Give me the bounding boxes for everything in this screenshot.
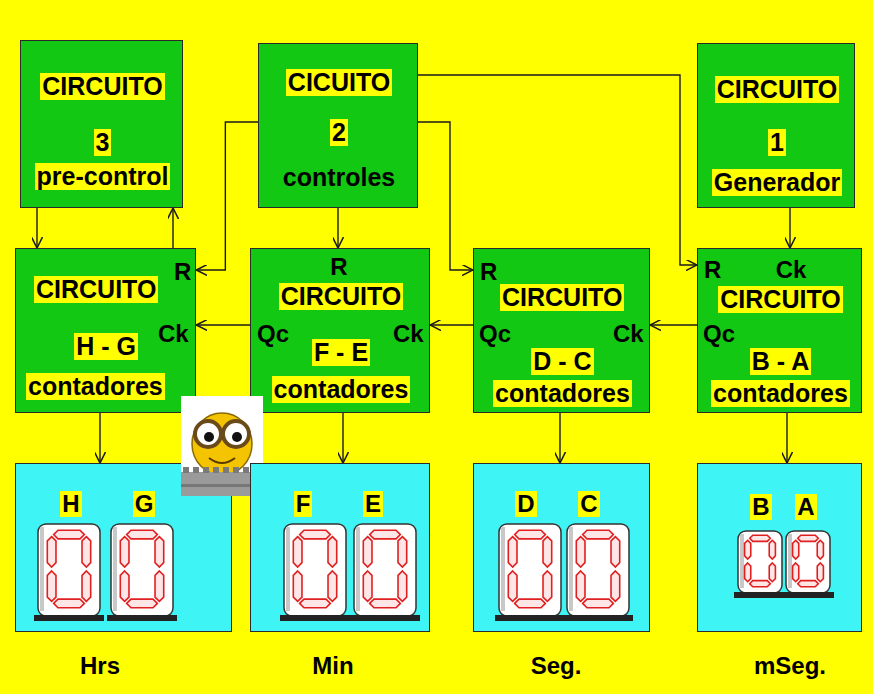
highlighted-label: H xyxy=(60,491,81,517)
signal-arrow xyxy=(342,413,343,463)
signal-arrow xyxy=(337,208,338,248)
highlighted-label: 1 xyxy=(768,129,786,156)
digit-figure xyxy=(107,524,177,621)
pin-label: R xyxy=(328,254,349,280)
pin-label: Qc xyxy=(477,321,513,347)
highlighted-label: CICUITO xyxy=(286,69,392,96)
digit-figure xyxy=(350,524,420,621)
seven-segment-display xyxy=(251,464,431,633)
circuit-box: R CkCIRCUITO Qc B - A contadores xyxy=(697,248,862,413)
pin-label: controles xyxy=(281,164,398,191)
signal-arrow xyxy=(789,208,790,248)
signal-arrow xyxy=(650,324,697,325)
pin-label: Ck xyxy=(391,321,426,347)
highlighted-label: F xyxy=(294,491,313,517)
highlighted-label: contadores xyxy=(493,380,632,407)
highlighted-label: CIRCUITO xyxy=(718,286,842,313)
signal-arrow xyxy=(99,413,100,463)
highlighted-label: contadores xyxy=(26,373,165,400)
highlighted-label: 2 xyxy=(330,119,348,146)
digit-figure xyxy=(280,524,350,621)
digit-figure xyxy=(782,531,834,598)
highlighted-label: 3 xyxy=(94,129,112,156)
circuit-box: CIRCUITO 3 pre-control xyxy=(20,40,183,208)
circuit-box: CIRCUITO 1Generador xyxy=(697,43,855,208)
highlighted-label: D - C xyxy=(531,348,593,375)
highlighted-label: A xyxy=(795,494,816,520)
signal-arrow xyxy=(430,324,473,325)
highlighted-label: contadores xyxy=(711,380,850,407)
highlighted-label: contadores xyxy=(272,376,411,403)
highlighted-label: H - G xyxy=(74,333,138,360)
highlighted-label: F - E xyxy=(312,339,370,366)
display-panel: DC xyxy=(473,463,650,632)
signal-arrow xyxy=(559,413,560,463)
circuit-box: R CIRCUITO Ck H - G contadores xyxy=(15,248,196,413)
pin-label: R xyxy=(702,257,723,283)
highlighted-label: G xyxy=(133,491,156,517)
signal-arrow xyxy=(786,413,787,463)
signal-arrow xyxy=(36,208,37,248)
circuit-box: CICUITO 2 controles xyxy=(258,43,418,208)
pin-label: Ck xyxy=(156,321,191,347)
circuit-box: R CIRCUITO Qc Ck F - E contadores xyxy=(250,248,430,413)
highlighted-label: B - A xyxy=(750,348,811,375)
signal-arrow xyxy=(418,75,697,265)
highlighted-label: D xyxy=(515,491,536,517)
pin-label: Qc xyxy=(701,321,737,347)
pin-label: Ck xyxy=(611,321,646,347)
seven-segment-display xyxy=(474,464,651,633)
unit-label: mSeg. xyxy=(754,654,826,678)
display-panel: FE xyxy=(250,463,430,632)
digit-figure xyxy=(563,524,633,621)
highlighted-label: C xyxy=(578,491,599,517)
unit-label: Min xyxy=(312,654,353,678)
signal-arrow xyxy=(196,122,258,270)
pin-label: R xyxy=(478,259,499,285)
digit-figure xyxy=(734,531,786,598)
highlighted-label: B xyxy=(750,494,771,520)
display-panel: HG xyxy=(15,463,232,632)
signal-arrow xyxy=(172,208,173,248)
highlighted-label: CIRCUITO xyxy=(715,76,839,103)
highlighted-label: pre-control xyxy=(35,163,171,190)
highlighted-label: E xyxy=(363,491,383,517)
digit-figure xyxy=(34,524,104,621)
highlighted-label: CIRCUITO xyxy=(34,276,158,303)
highlighted-label: Generador xyxy=(712,169,842,196)
seven-segment-display xyxy=(698,464,863,633)
highlighted-label: CIRCUITO xyxy=(279,283,403,310)
circuit-box: RCIRCUITO Qc Ck D - C contadores xyxy=(473,248,650,413)
display-panel: BA xyxy=(697,463,862,632)
pin-label: Ck xyxy=(774,257,809,283)
unit-label: Seg. xyxy=(531,654,582,678)
pin-label: Qc xyxy=(255,321,291,347)
digit-figure xyxy=(495,524,565,621)
signal-arrow xyxy=(196,324,250,325)
highlighted-label: CIRCUITO xyxy=(40,73,164,100)
pin-label: R xyxy=(172,259,193,285)
highlighted-label: CIRCUITO xyxy=(500,284,624,311)
unit-label: Hrs xyxy=(80,654,120,678)
